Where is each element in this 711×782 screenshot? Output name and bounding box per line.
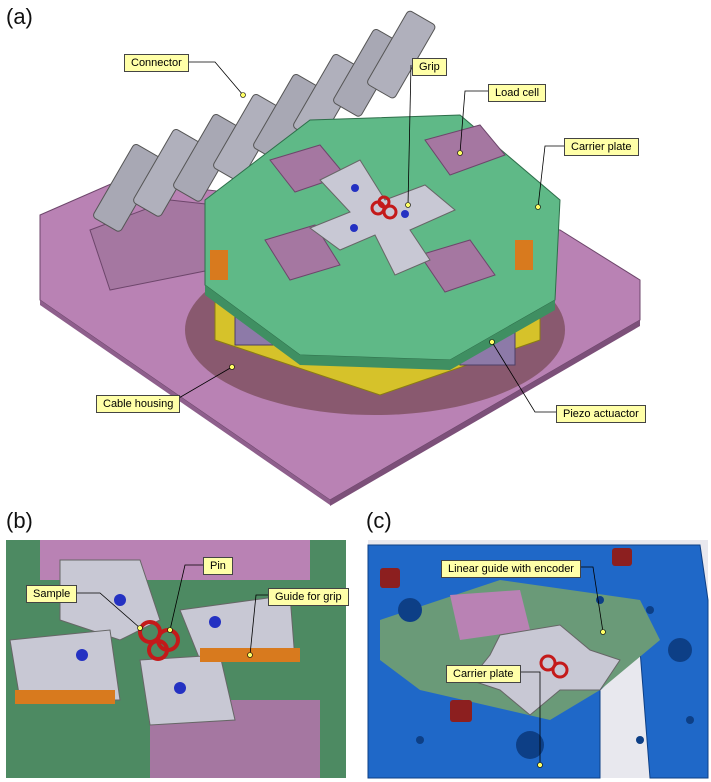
label-grip: Grip	[412, 58, 447, 76]
panel-letter-b: (b)	[6, 508, 33, 533]
panel-c-red-cyl-2	[612, 548, 632, 566]
panel-a-illustration	[39, 10, 641, 506]
leader-dots-a	[229, 92, 541, 370]
leader-dots-c	[537, 629, 606, 768]
panel-c-sample	[539, 654, 569, 679]
panel-b-grip-bottom	[139, 654, 236, 726]
orange-part-2	[515, 240, 533, 270]
leader-dots-b	[137, 625, 253, 658]
panel-c-purple	[450, 590, 530, 640]
label-carrier-plate-a: Carrier plate	[564, 138, 639, 156]
label-carrier-plate-c: Carrier plate	[446, 665, 521, 683]
panel-b-blue-4	[174, 682, 186, 694]
label-guide-for-grip: Guide for grip	[268, 588, 349, 606]
label-pin: Pin	[203, 557, 233, 575]
label-piezo-actuator: Piezo actuactor	[556, 405, 646, 423]
panel-b-orange-left	[15, 690, 115, 704]
leaders-b	[72, 564, 270, 656]
label-connector: Connector	[124, 54, 189, 72]
panel-b-illustration	[6, 540, 346, 778]
purple-block-bottom-right	[419, 239, 496, 293]
panel-c-illustration	[367, 540, 709, 779]
panel-b-blue-1	[114, 594, 126, 606]
grip-bolt-3	[350, 224, 358, 232]
label-load-cell: Load cell	[488, 84, 547, 102]
leaders-a	[171, 61, 565, 413]
leaders-c	[520, 566, 604, 765]
cable-housing-side	[40, 300, 330, 505]
label-cable-housing: Cable housing	[96, 395, 181, 413]
panel-c-holes	[398, 596, 694, 759]
label-linear-guide: Linear guide with encoder	[441, 560, 581, 578]
panel-letter-c: (c)	[366, 508, 392, 533]
cable-housing-side-right	[330, 320, 640, 506]
grip-bolt-1	[351, 184, 359, 192]
panel-b-sample	[138, 620, 180, 661]
panel-c-red-cyl-3	[450, 700, 472, 722]
panel-b-grip-left	[9, 629, 121, 701]
grip-bolt-2	[401, 210, 409, 218]
panel-b-blue-3	[76, 649, 88, 661]
panel-c-red-cyl-1	[380, 568, 400, 588]
orange-part-1	[210, 250, 228, 280]
sample-red	[370, 195, 398, 220]
label-sample: Sample	[26, 585, 78, 603]
panel-letter-a: (a)	[6, 4, 33, 29]
purple-block-bottom-left	[264, 224, 341, 281]
panel-b-blue-2	[209, 616, 221, 628]
grip-cross	[308, 159, 456, 276]
